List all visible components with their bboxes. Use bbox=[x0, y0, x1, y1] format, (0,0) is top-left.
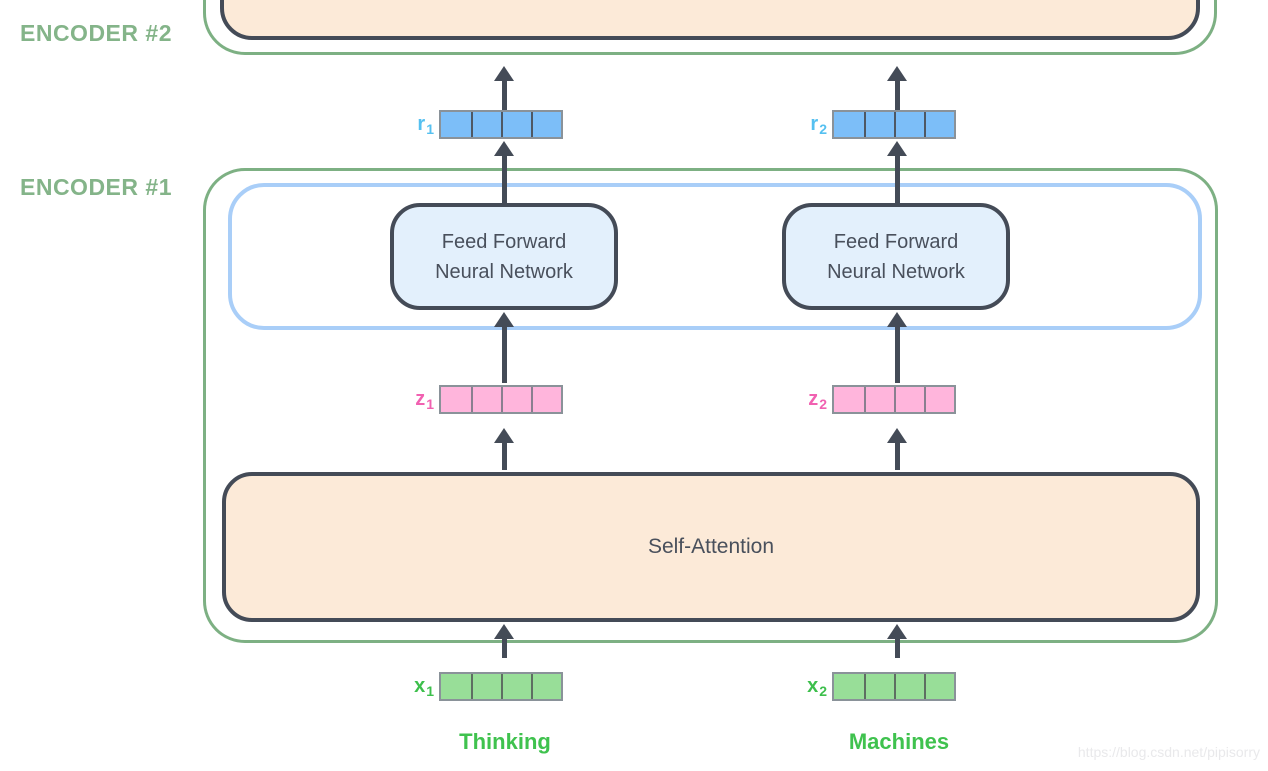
vector-label-r2: r2 bbox=[810, 113, 827, 137]
arrow-up-icon bbox=[887, 624, 907, 658]
arrow-up-icon bbox=[887, 312, 907, 383]
feed-forward-layer-outline bbox=[228, 183, 1202, 330]
vector-cell bbox=[864, 674, 894, 699]
arrow-up-icon bbox=[887, 66, 907, 110]
vector-cell bbox=[531, 387, 561, 412]
vector-cell bbox=[441, 674, 471, 699]
arrow-up-icon bbox=[887, 141, 907, 203]
arrow-up-icon bbox=[494, 624, 514, 658]
vector-cell bbox=[834, 112, 864, 137]
vector-cell bbox=[924, 112, 954, 137]
vector-label-x2: x2 bbox=[807, 675, 827, 699]
vector-cell bbox=[501, 387, 531, 412]
vector-r2 bbox=[832, 110, 956, 139]
arrow-up-icon bbox=[494, 141, 514, 203]
vector-cell bbox=[471, 674, 501, 699]
vector-cell bbox=[471, 387, 501, 412]
feed-forward-box-1: Feed Forward Neural Network bbox=[390, 203, 618, 310]
vector-cell bbox=[441, 387, 471, 412]
vector-cell bbox=[894, 112, 924, 137]
vector-cell bbox=[864, 387, 894, 412]
encoder-1-label: ENCODER #1 bbox=[20, 174, 172, 200]
vector-cell bbox=[531, 112, 561, 137]
feed-forward-box-1-text: Feed Forward Neural Network bbox=[435, 230, 573, 283]
vector-cell bbox=[864, 112, 894, 137]
word-label-thinking: Thinking bbox=[459, 729, 551, 754]
self-attention-box: Self-Attention bbox=[222, 472, 1200, 622]
feed-forward-box-2: Feed Forward Neural Network bbox=[782, 203, 1010, 310]
vector-cell bbox=[924, 387, 954, 412]
word-label-machines: Machines bbox=[848, 729, 950, 754]
vector-r1 bbox=[439, 110, 563, 139]
arrow-up-icon bbox=[494, 66, 514, 110]
vector-cell bbox=[501, 112, 531, 137]
vector-x1 bbox=[439, 672, 563, 701]
vector-cell bbox=[834, 387, 864, 412]
vector-z1 bbox=[439, 385, 563, 414]
vector-label-x1: x1 bbox=[414, 675, 434, 699]
encoder-1-box bbox=[203, 168, 1218, 643]
arrow-up-icon bbox=[494, 428, 514, 470]
watermark-text: https://blog.csdn.net/pipisorry bbox=[1077, 744, 1260, 760]
encoder-2-inner-block bbox=[220, 0, 1200, 40]
arrow-up-icon bbox=[494, 312, 514, 383]
self-attention-label: Self-Attention bbox=[647, 535, 775, 558]
vector-label-z1: z1 bbox=[415, 388, 434, 412]
vector-cell bbox=[834, 674, 864, 699]
vector-cell bbox=[894, 387, 924, 412]
encoder-2-label: ENCODER #2 bbox=[20, 20, 172, 46]
feed-forward-box-2-text: Feed Forward Neural Network bbox=[827, 230, 965, 283]
vector-cell bbox=[924, 674, 954, 699]
vector-cell bbox=[441, 112, 471, 137]
vector-cell bbox=[471, 112, 501, 137]
vector-label-r1: r1 bbox=[417, 113, 434, 137]
vector-cell bbox=[894, 674, 924, 699]
arrow-up-icon bbox=[887, 428, 907, 470]
vector-x2 bbox=[832, 672, 956, 701]
vector-label-z2: z2 bbox=[808, 388, 827, 412]
vector-z2 bbox=[832, 385, 956, 414]
vector-cell bbox=[501, 674, 531, 699]
vector-cell bbox=[531, 674, 561, 699]
